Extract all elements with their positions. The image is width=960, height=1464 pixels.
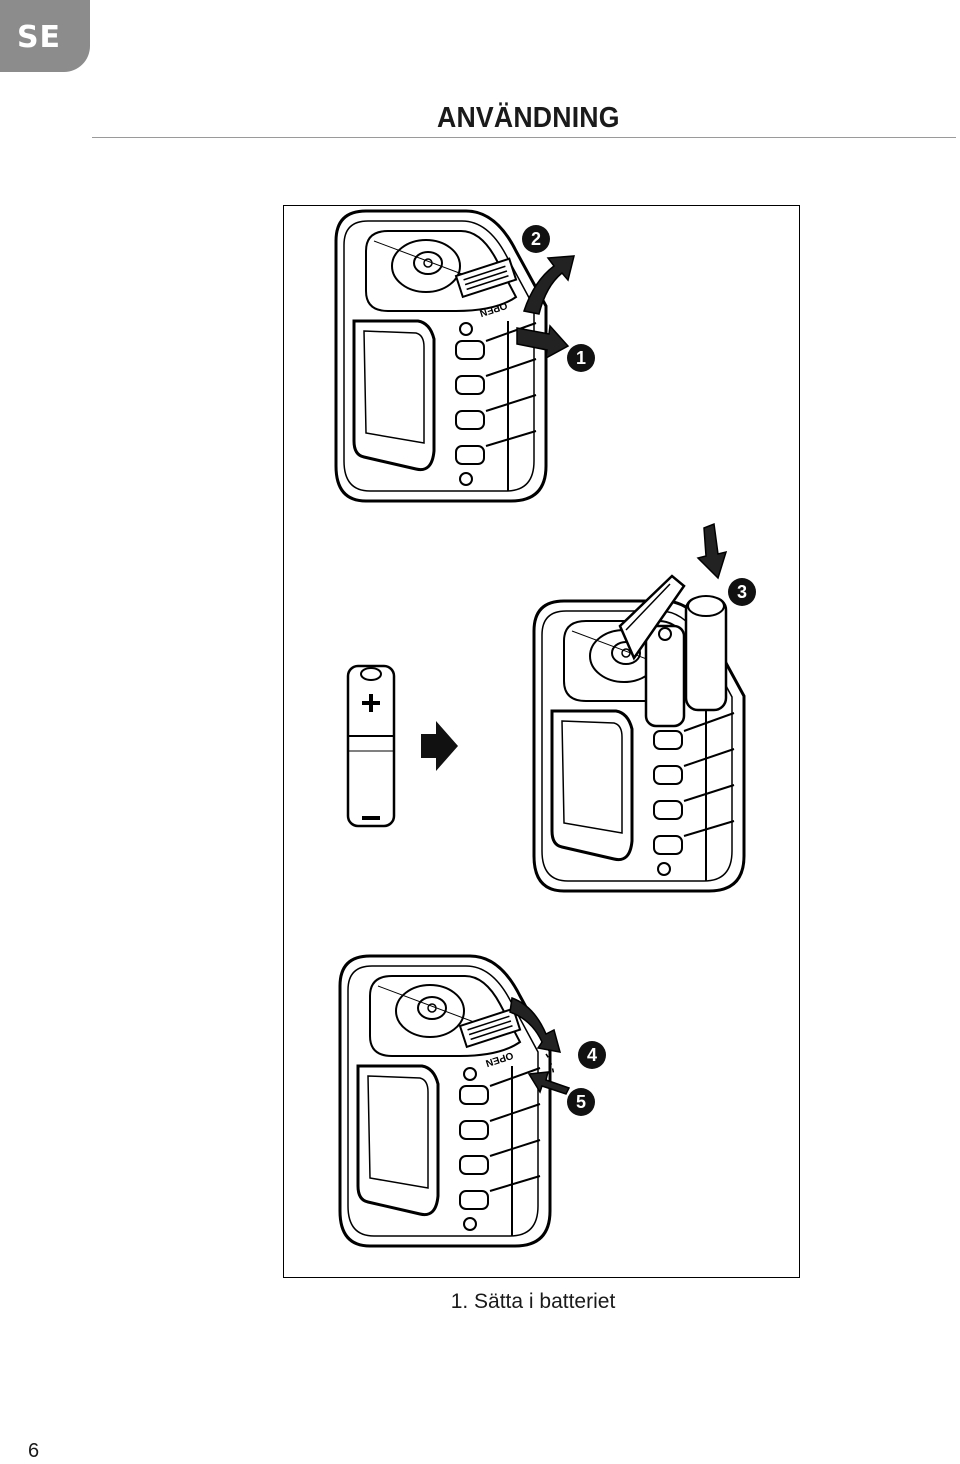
step-4-arrow	[509, 996, 562, 1053]
aa-battery-illustration	[346, 664, 396, 828]
language-tab-label: SE	[16, 19, 62, 55]
batteries-in-device	[618, 574, 728, 728]
section-title: ANVÄNDNING	[437, 102, 620, 134]
step-3-arrow	[696, 522, 728, 580]
device-closed-illustration	[334, 209, 548, 503]
svg-text:2: 2	[531, 229, 541, 249]
step-2-badge: 2	[522, 225, 550, 253]
step-4-badge: 4	[578, 1041, 606, 1069]
battery-installation-figure: OPEN 2 1	[283, 205, 800, 1278]
step-5-arrow	[527, 1071, 571, 1095]
svg-text:3: 3	[737, 582, 747, 602]
svg-text:1: 1	[576, 348, 586, 368]
figure-caption: 1. Sätta i batteriet	[450, 1290, 616, 1313]
step-1-arrow	[516, 324, 570, 360]
svg-text:4: 4	[587, 1045, 597, 1065]
step-1-badge: 1	[567, 344, 595, 372]
device-closing-illustration	[338, 954, 552, 1248]
step-3-badge: 3	[728, 578, 756, 606]
page-number: 6	[28, 1440, 40, 1462]
insert-arrow	[421, 721, 458, 771]
step-2-arrow	[523, 255, 575, 315]
title-rule	[92, 137, 956, 138]
step-5-badge: 5	[567, 1088, 595, 1116]
svg-text:5: 5	[576, 1092, 586, 1112]
language-tab: SE	[0, 0, 90, 72]
